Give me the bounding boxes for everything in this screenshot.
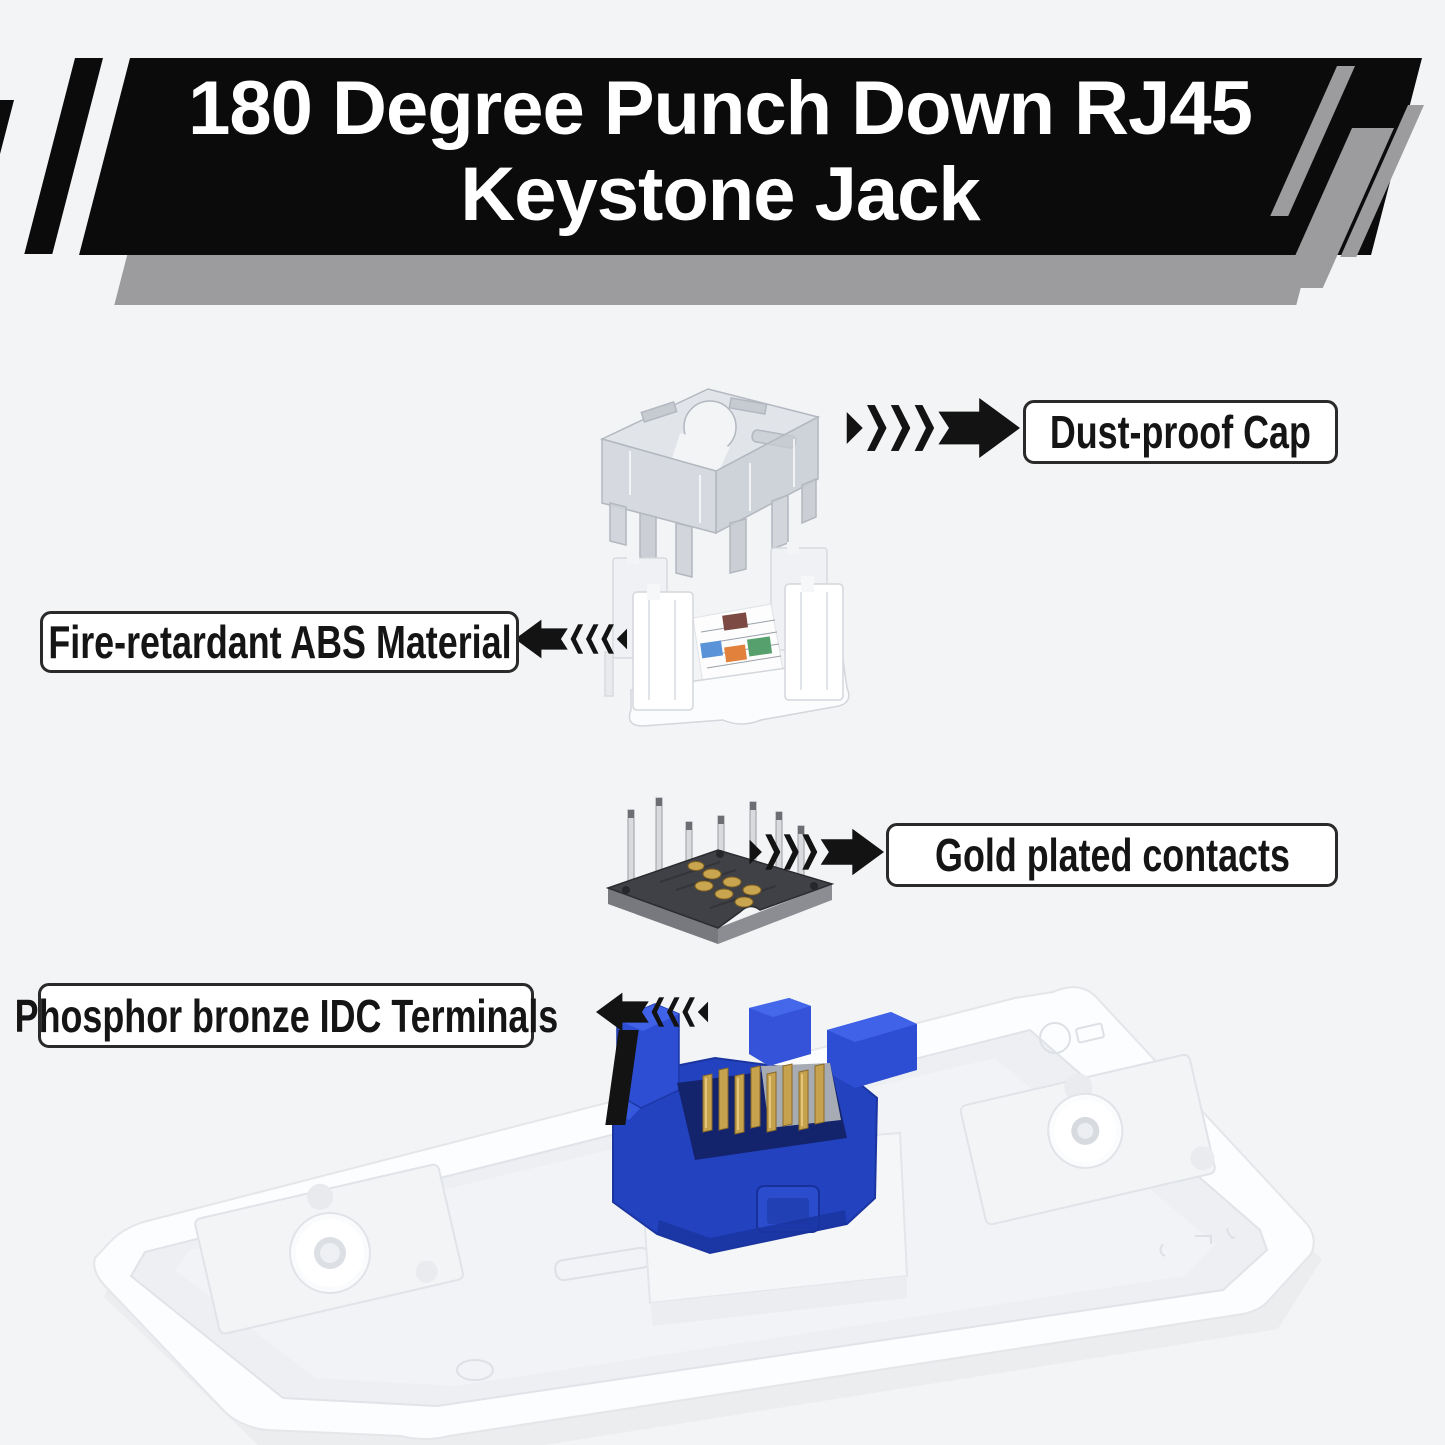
chevron-left-icon <box>666 997 680 1027</box>
chevron-right-icon <box>914 405 935 451</box>
chevron-right-icon <box>802 834 818 870</box>
chevron-left-icon <box>570 624 584 654</box>
arrow-left-icon <box>616 628 628 650</box>
right-mounting-tab <box>959 1053 1216 1226</box>
arrow-left-icon <box>697 1001 709 1023</box>
callout-label: Dust-proof Cap <box>1049 406 1312 458</box>
left-edge-stripe <box>0 100 14 252</box>
chevron-left-icon <box>651 997 665 1027</box>
arrow-to-gold-contacts <box>749 824 884 879</box>
arrow-to-abs-material <box>515 616 628 662</box>
embossed-marks <box>456 1022 1236 1381</box>
callout-label: Fire-retardant ABS Material <box>47 616 512 668</box>
chevron-right-icon <box>867 405 887 451</box>
arrow-right-icon <box>749 839 762 865</box>
callout-idc-terminals: Phosphor bronze IDC Terminals <box>14 983 558 1048</box>
chevron-right-icon <box>765 834 781 870</box>
callout-label: Phosphor bronze IDC Terminals <box>14 989 558 1042</box>
gold-pins <box>702 1063 825 1135</box>
left-mounting-tab <box>194 1163 464 1335</box>
big-arrow-left-icon <box>515 619 568 659</box>
gold-contacts-pcb-icon <box>605 797 835 944</box>
page-title-line1: 180 Degree Punch Down RJ45 <box>188 66 1253 151</box>
page-title: 180 Degree Punch Down RJ45 Keystone Jack <box>105 66 1335 238</box>
chevron-right-icon <box>783 834 799 870</box>
chevron-left-icon <box>585 624 599 654</box>
banner-shadow-stripe <box>114 252 1311 305</box>
page-title-line2: Keystone Jack <box>460 152 980 237</box>
big-arrow-right-icon <box>938 398 1020 458</box>
big-arrow-left-icon <box>596 992 649 1032</box>
chevron-left-icon <box>682 997 695 1027</box>
chevron-left-icon <box>601 624 614 654</box>
callout-dust-proof-cap: Dust-proof Cap <box>1023 400 1338 464</box>
callout-label: Gold plated contacts <box>934 829 1290 881</box>
arrow-to-dust-proof-cap <box>846 392 1020 463</box>
chevron-right-icon <box>890 405 911 451</box>
big-arrow-right-icon <box>820 828 884 876</box>
callout-abs-material: Fire-retardant ABS Material <box>40 611 519 673</box>
arrow-to-idc-terminals <box>596 989 709 1035</box>
arrow-right-icon <box>846 411 863 445</box>
callout-gold-contacts: Gold plated contacts <box>886 823 1338 887</box>
